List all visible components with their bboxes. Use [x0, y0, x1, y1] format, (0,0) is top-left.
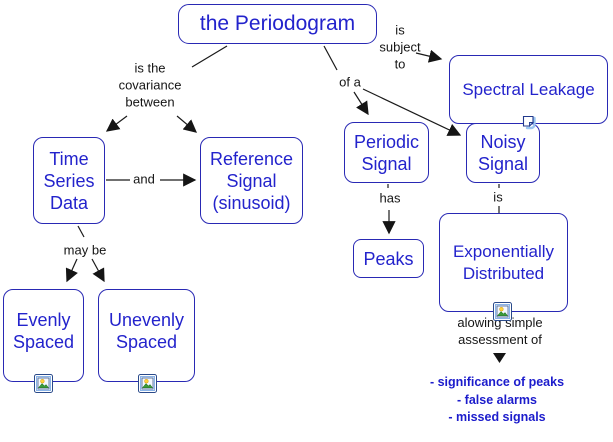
arrow-covariance-timeseries: [105, 115, 128, 132]
node-exponentially-distributed[interactable]: Exponentially Distributed: [439, 213, 568, 312]
link-has[interactable]: has: [379, 190, 401, 206]
outcome-significance-of-peaks: - significance of peaks: [429, 375, 565, 389]
annotation-icon[interactable]: [520, 112, 539, 131]
arrow-ofa-periodic: [353, 91, 369, 116]
image-resource-icon[interactable]: [34, 374, 53, 393]
node-noisy-signal[interactable]: Noisy Signal: [466, 123, 540, 183]
node-peaks[interactable]: Peaks: [353, 239, 424, 278]
line-periodogram-covariance: [191, 45, 228, 68]
line-periodogram-ofa: [323, 45, 338, 71]
arrow-covariance-reference: [176, 115, 198, 133]
node-evenly-spaced[interactable]: Evenly Spaced: [3, 289, 84, 382]
image-resource-icon[interactable]: [138, 374, 157, 393]
link-of-a[interactable]: of a: [339, 74, 361, 90]
outcome-missed-signals: - missed signals: [448, 410, 546, 424]
link-is-the-covariance-between[interactable]: is the covariance between: [118, 60, 182, 110]
node-the-periodogram[interactable]: the Periodogram: [178, 4, 377, 44]
node-periodic-signal[interactable]: Periodic Signal: [344, 122, 429, 183]
node-reference-signal[interactable]: Reference Signal (sinusoid): [200, 137, 303, 224]
image-resource-icon[interactable]: [493, 302, 512, 321]
link-is-subject-to[interactable]: is subject to: [379, 22, 421, 72]
link-and[interactable]: and: [133, 171, 155, 187]
link-allowing-simple-assessment[interactable]: alowing simple assessment of: [457, 315, 543, 347]
node-time-series-data[interactable]: Time Series Data: [33, 137, 105, 224]
arrow-maybe-unevenly: [91, 258, 105, 283]
link-may-be[interactable]: may be: [63, 242, 107, 258]
node-unevenly-spaced[interactable]: Unevenly Spaced: [98, 289, 195, 382]
line-timeseries-maybe: [77, 225, 85, 238]
link-is[interactable]: is: [493, 189, 503, 205]
outcome-false-alarms: - false alarms: [457, 392, 537, 407]
node-spectral-leakage[interactable]: Spectral Leakage: [449, 55, 608, 124]
outcome-list: - significance of peaks - false alarms -…: [430, 374, 564, 427]
arrowhead-assessment-outcomes: [493, 353, 506, 363]
arrow-maybe-evenly: [65, 258, 78, 283]
